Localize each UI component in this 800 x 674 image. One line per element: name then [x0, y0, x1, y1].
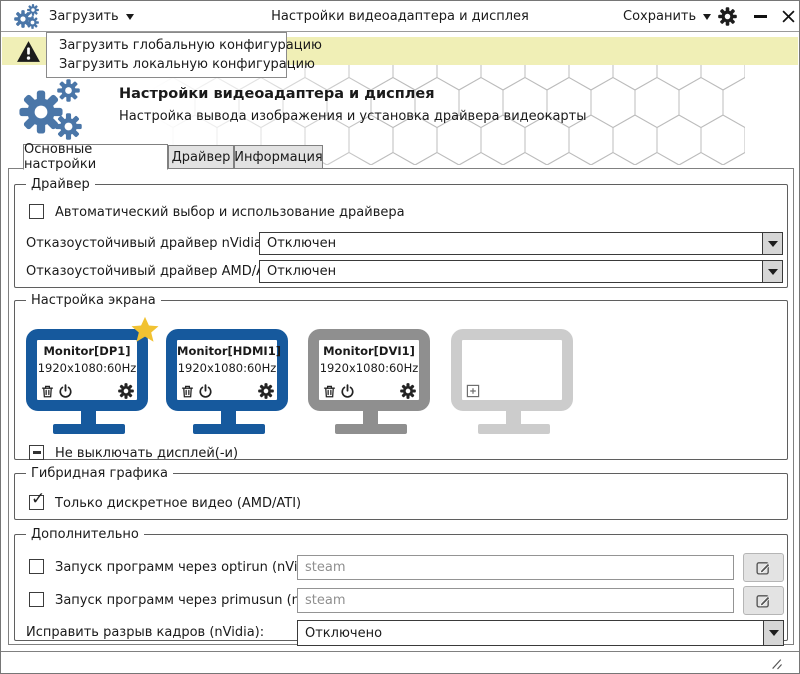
gear-icon	[718, 7, 737, 26]
monitor-name: Monitor[DVI1]	[323, 344, 415, 358]
keep-display-on-checkbox[interactable]	[29, 445, 44, 460]
load-menu-label: Загрузить	[49, 9, 119, 24]
tab-content-panel: Драйвер Автоматический выбор и использов…	[8, 168, 794, 646]
nvidia-failsafe-label: Отказоустойчивый драйвер nVidia:	[26, 236, 267, 251]
tearing-fix-select[interactable]: Отключено	[297, 620, 784, 646]
primusun-label: Запуск программ через primusun (nVidia):	[55, 593, 342, 608]
hybrid-group: Гибридная графика Только дискретное виде…	[14, 466, 788, 520]
monitor-stand	[506, 411, 521, 424]
menu-item-load-local[interactable]: Загрузить локальную конфигурацию	[59, 57, 315, 72]
close-icon	[782, 10, 795, 23]
driver-group: Драйвер Автоматический выбор и использов…	[14, 177, 788, 288]
monitor-screen	[451, 329, 573, 411]
load-menu-popup: Загрузить глобальную конфигурацию Загруз…	[46, 32, 322, 78]
auto-driver-checkbox[interactable]	[29, 204, 44, 219]
monitor-resolution: 1920x1080:60Hz	[37, 361, 137, 375]
warning-icon	[16, 40, 41, 63]
tearing-fix-label: Исправить разрыв кадров (nVidia):	[26, 625, 265, 640]
monitor-stand	[363, 411, 378, 424]
chevron-down-icon[interactable]	[762, 233, 782, 254]
monitor-resolution: 1920x1080:60Hz	[319, 361, 419, 375]
trash-icon[interactable]	[180, 384, 195, 399]
chevron-down-icon	[703, 13, 712, 20]
tearing-fix-value: Отключено	[305, 625, 383, 641]
extra-group: Дополнительно Запуск программ через opti…	[14, 527, 788, 646]
gear-icon[interactable]	[258, 383, 274, 399]
discrete-only-label: Только дискретное видео (AMD/ATI)	[55, 496, 302, 511]
amd-failsafe-select[interactable]: Отключен	[259, 260, 783, 283]
optirun-command-input[interactable]	[297, 555, 734, 580]
monitor-name: Monitor[DP1]	[43, 344, 131, 358]
status-bar	[1, 651, 799, 673]
primary-star-icon	[130, 315, 160, 345]
discrete-only-checkbox[interactable]	[29, 489, 45, 510]
chevron-down-icon[interactable]	[763, 621, 783, 645]
nvidia-failsafe-select[interactable]: Отключен	[259, 232, 783, 255]
primusun-command-input[interactable]	[297, 588, 734, 613]
monitor-stand	[81, 411, 96, 424]
load-menu-button[interactable]: Загрузить	[49, 1, 134, 32]
monitor-card-dvi1[interactable]: Monitor[DVI1] 1920x1080:60Hz	[308, 329, 433, 434]
monitor-card-hdmi1[interactable]: Monitor[HDMI1] 1920x1080:60Hz	[166, 329, 291, 434]
monitor-screen: Monitor[DP1] 1920x1080:60Hz	[26, 329, 148, 411]
menu-item-load-global[interactable]: Загрузить глобальную конфигурацию	[59, 38, 322, 53]
driver-group-legend: Драйвер	[31, 177, 90, 192]
power-icon[interactable]	[58, 384, 73, 399]
amd-failsafe-label: Отказоустойчивый драйвер AMD/ATI:	[26, 264, 281, 279]
keep-display-on-label: Не выключать дисплей(-и)	[55, 446, 239, 461]
power-icon[interactable]	[198, 384, 213, 399]
chevron-down-icon[interactable]	[762, 261, 782, 282]
window-title: Настройки видеоадаптера и дисплея	[271, 9, 529, 24]
page-title: Настройки видеоадаптера и дисплея	[119, 86, 435, 102]
hexagon-pattern	[151, 65, 745, 165]
extra-group-legend: Дополнительно	[31, 527, 139, 542]
page-subtitle: Настройка вывода изображения и установка…	[119, 109, 587, 124]
nvidia-failsafe-value: Отключен	[267, 236, 337, 251]
save-menu-label: Сохранить	[623, 9, 697, 24]
edit-pencil-icon	[755, 559, 772, 576]
monitor-name: Monitor[HDMI1]	[177, 344, 281, 358]
resize-grip[interactable]	[770, 658, 785, 671]
screen-group: Настройка экрана Monitor[DP1] 1920x1080:…	[14, 293, 788, 461]
gear-icon[interactable]	[118, 383, 134, 399]
power-icon[interactable]	[340, 384, 355, 399]
settings-button[interactable]	[713, 1, 741, 32]
optirun-edit-button[interactable]	[743, 553, 784, 582]
close-button[interactable]	[775, 1, 800, 32]
tab-information[interactable]: Информация	[234, 145, 323, 169]
menubar: Загрузить Настройки видеоадаптера и дисп…	[1, 1, 799, 32]
monitor-stand-base	[52, 424, 125, 434]
auto-driver-label: Автоматический выбор и использование дра…	[55, 205, 405, 220]
add-monitor-icon[interactable]	[465, 383, 481, 399]
trash-icon[interactable]	[40, 384, 55, 399]
optirun-checkbox[interactable]	[29, 559, 44, 574]
edit-pencil-icon	[755, 592, 772, 609]
save-menu-button[interactable]: Сохранить	[623, 1, 712, 32]
trash-icon[interactable]	[322, 384, 337, 399]
gear-icon[interactable]	[400, 383, 416, 399]
monitor-stand-base	[192, 424, 265, 434]
minimize-button[interactable]	[747, 1, 773, 32]
monitor-resolution: 1920x1080:60Hz	[177, 361, 277, 375]
amd-failsafe-value: Отключен	[267, 264, 337, 279]
minimize-icon	[753, 15, 767, 18]
monitor-card-empty[interactable]	[451, 329, 576, 434]
monitor-screen: Monitor[DVI1] 1920x1080:60Hz	[308, 329, 430, 411]
tab-driver[interactable]: Драйвер	[168, 145, 234, 169]
app-logo-gears-icon	[19, 77, 83, 141]
monitor-card-dp1[interactable]: Monitor[DP1] 1920x1080:60Hz	[26, 329, 151, 434]
monitor-stand-base	[477, 424, 550, 434]
screen-group-legend: Настройка экрана	[31, 293, 156, 308]
monitor-stand-base	[334, 424, 407, 434]
tab-main-settings[interactable]: Основные настройки	[23, 142, 168, 172]
optirun-label: Запуск программ через optirun (nVidia):	[55, 560, 327, 575]
hybrid-group-legend: Гибридная графика	[31, 466, 168, 481]
primusun-edit-button[interactable]	[743, 586, 784, 615]
monitor-screen: Monitor[HDMI1] 1920x1080:60Hz	[166, 329, 288, 411]
monitor-stand	[221, 411, 236, 424]
primusun-checkbox[interactable]	[29, 592, 44, 607]
chevron-down-icon	[125, 13, 134, 20]
